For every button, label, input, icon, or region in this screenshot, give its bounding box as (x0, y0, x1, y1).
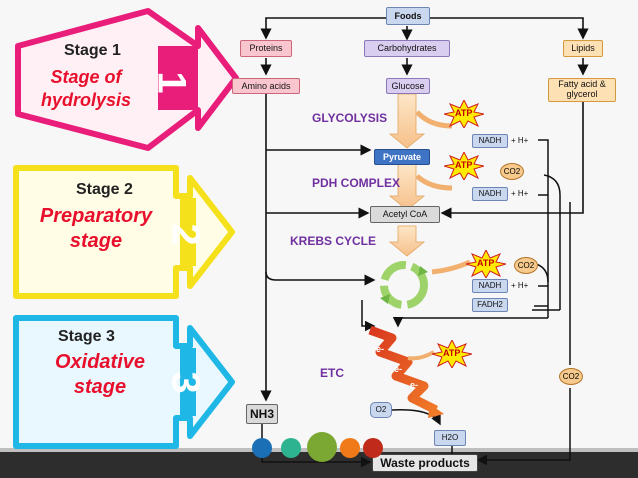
stage3-arrow-shape (13, 315, 235, 449)
label-glycolysis: GLYCOLYSIS (312, 111, 388, 125)
stage1-number: 1 (149, 71, 194, 94)
stage2-arrow-shape (13, 165, 235, 299)
atp-burst-krebs (466, 250, 506, 278)
hplus-krebs: + H+ (511, 281, 529, 290)
bottom-icon-5 (363, 438, 383, 458)
node-nh3: NH3 (246, 404, 278, 424)
fatty-acid-line1: Fatty acid & (558, 79, 606, 89)
node-waste-products: Waste products (372, 454, 478, 472)
hplus-pdh: + H+ (511, 189, 529, 198)
label-krebs-cycle: KREBS CYCLE (290, 234, 377, 248)
electron-3: e- (410, 380, 419, 390)
node-carbohydrates: Carbohydrates (364, 40, 450, 57)
atp-burst-pdh (444, 152, 484, 180)
stage1-name-line2: hydrolysis (40, 89, 132, 110)
stage3-name-line1: Oxidative (54, 351, 146, 373)
nadh-krebs: NADH (472, 279, 508, 293)
stage1-title: Stage 1 (64, 42, 121, 59)
stage1-name-line1: Stage of (50, 67, 122, 87)
stage2-title: Stage 2 (76, 181, 133, 198)
node-o2: O2 (370, 402, 392, 418)
node-pyruvate: Pyruvate (374, 149, 430, 165)
bottom-icon-2 (281, 438, 301, 458)
nadh-pdh: NADH (472, 187, 508, 201)
stage1-arrow-shape (15, 8, 239, 151)
atp-burst-glycolysis (444, 100, 484, 128)
stage3-name-line2: stage (73, 376, 127, 398)
stage2-number: 2 (163, 223, 208, 246)
co2-collector: CO2 (559, 368, 583, 385)
electron-1: e- (376, 344, 385, 354)
fatty-acid-line2: glycerol (566, 89, 598, 100)
bottom-icon-3 (307, 432, 337, 462)
stage2-name-line1: Preparatory (39, 205, 153, 227)
bottom-icon-4 (340, 438, 360, 458)
stage1-name: Stage of hydrolysis (36, 66, 136, 111)
nadh-glycolysis: NADH (472, 134, 508, 148)
node-amino-acids: Amino acids (232, 78, 300, 94)
co2-pdh: CO2 (500, 163, 524, 180)
stage2-name-line2: stage (69, 230, 123, 252)
atp-label-etc: ATP (443, 348, 461, 358)
co2-krebs: CO2 (514, 257, 538, 274)
stage3-name: Oxidative stage (30, 350, 170, 400)
bottom-icon-1 (252, 438, 272, 458)
label-pdh-complex: PDH COMPLEX (312, 176, 401, 190)
atp-label-krebs: ATP (477, 258, 495, 268)
hplus-glycolysis: + H+ (511, 136, 529, 145)
stage2-name: Preparatory stage (26, 204, 166, 254)
node-h2o: H2O (434, 430, 466, 446)
stage3-number: 3 (163, 371, 208, 394)
fadh2-krebs: FADH2 (472, 298, 508, 312)
atp-label-glycolysis: ATP (455, 108, 473, 118)
electron-2: e- (394, 364, 403, 374)
node-acetyl-coa: Acetyl CoA (370, 206, 440, 223)
atp-label-pdh: ATP (455, 160, 473, 170)
node-proteins: Proteins (240, 40, 292, 57)
node-foods: Foods (386, 7, 430, 25)
node-lipids: Lipids (563, 40, 603, 57)
node-glucose: Glucose (386, 78, 430, 94)
label-etc: ETC (320, 366, 344, 380)
stage3-title: Stage 3 (58, 328, 115, 345)
node-fatty-acid: Fatty acid & glycerol (548, 78, 616, 102)
atp-burst-etc (432, 340, 472, 368)
